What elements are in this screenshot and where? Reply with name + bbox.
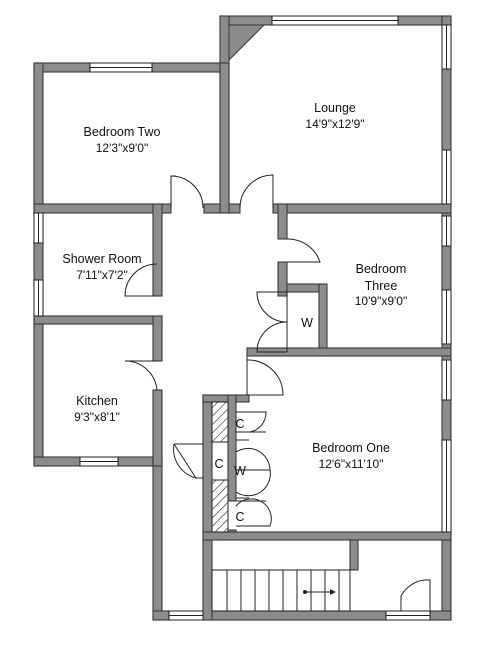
size-kitchen: 9'3"x8'1" (74, 410, 120, 424)
label-wardrobe-bed3: W (301, 316, 313, 330)
doors (124, 174, 431, 611)
stairs (211, 569, 351, 612)
door-bedroom-two (170, 175, 204, 209)
storage-units (211, 401, 249, 533)
door-wardrobe-mid (235, 447, 271, 497)
size-bedroom-one: 12'6"x11'10" (319, 457, 384, 471)
stair-arrow-icon (330, 589, 336, 595)
door-lounge (239, 174, 274, 209)
door-bedroom-three (286, 238, 321, 263)
size-bedroom-three: 10'9"x9'0" (355, 294, 407, 308)
room-labels: Bedroom Two 12'3"x9'0" Lounge 14'9"x12'9… (62, 101, 407, 524)
label-lounge: Lounge (314, 101, 356, 115)
label-wardrobe-mid: W (234, 464, 246, 478)
label-kitchen: Kitchen (76, 394, 118, 408)
door-bedroom-one (246, 356, 284, 396)
label-shower-room: Shower Room (62, 252, 141, 266)
door-kitchen (124, 360, 158, 391)
label-cupboard-top: C (235, 417, 244, 431)
door-shower-room (124, 263, 158, 297)
duct-hatch-upper (211, 401, 229, 443)
walls (33, 15, 452, 621)
door-cupboard-top (236, 411, 267, 433)
fireplace-corner (228, 24, 266, 62)
windows (33, 15, 452, 621)
door-wardrobe-w (256, 291, 288, 353)
label-bedroom-three-line2: Three (365, 279, 398, 293)
label-bedroom-three: Bedroom (356, 262, 407, 276)
size-lounge: 14'9"x12'9" (305, 117, 364, 131)
label-bedroom-two: Bedroom Two (84, 125, 161, 139)
label-bedroom-one: Bedroom One (312, 441, 390, 455)
door-hall-cupboard (173, 443, 203, 479)
label-cupboard-mid: C (214, 457, 223, 471)
size-bedroom-two: 12'3"x9'0" (96, 141, 148, 155)
size-shower-room: 7'11"x7'2" (76, 268, 128, 282)
door-entrance (400, 579, 431, 611)
duct-hatch-lower (211, 479, 229, 533)
label-cupboard-low: C (235, 510, 244, 524)
